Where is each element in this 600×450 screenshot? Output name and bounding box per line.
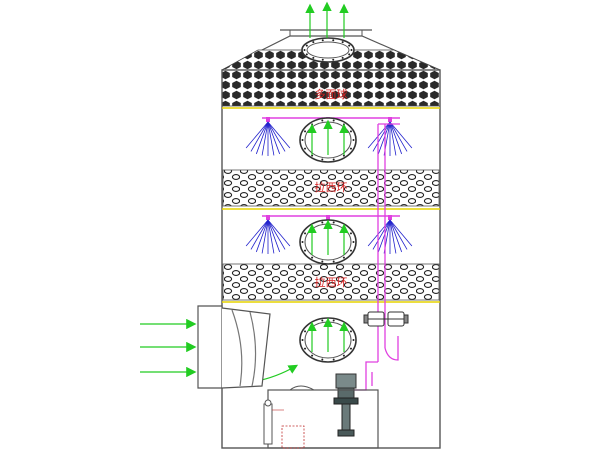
circulation-tank [263,385,379,449]
top-packing-label: 多面球 [315,87,348,101]
outlet-stack [280,29,372,36]
spray-nozzle-icon [245,215,291,254]
support-plates [222,107,440,303]
low-packing-bed [222,263,440,301]
spray-nozzle-icon [367,117,413,156]
inlet-duct [197,305,271,389]
recirculation-pipe [352,123,400,391]
mid-packing-bed [222,169,440,207]
manhole-flange-icon [301,37,355,63]
centrifugal-pump-icon [333,373,359,437]
inlet-arrows [140,318,197,378]
mid-packing-label: 拉西环 [315,180,348,194]
spray-nozzle-icon [367,215,413,254]
low-packing-label: 拉西环 [315,275,348,289]
spray-nozzle-icon [245,117,291,156]
valve-icon [363,311,409,327]
